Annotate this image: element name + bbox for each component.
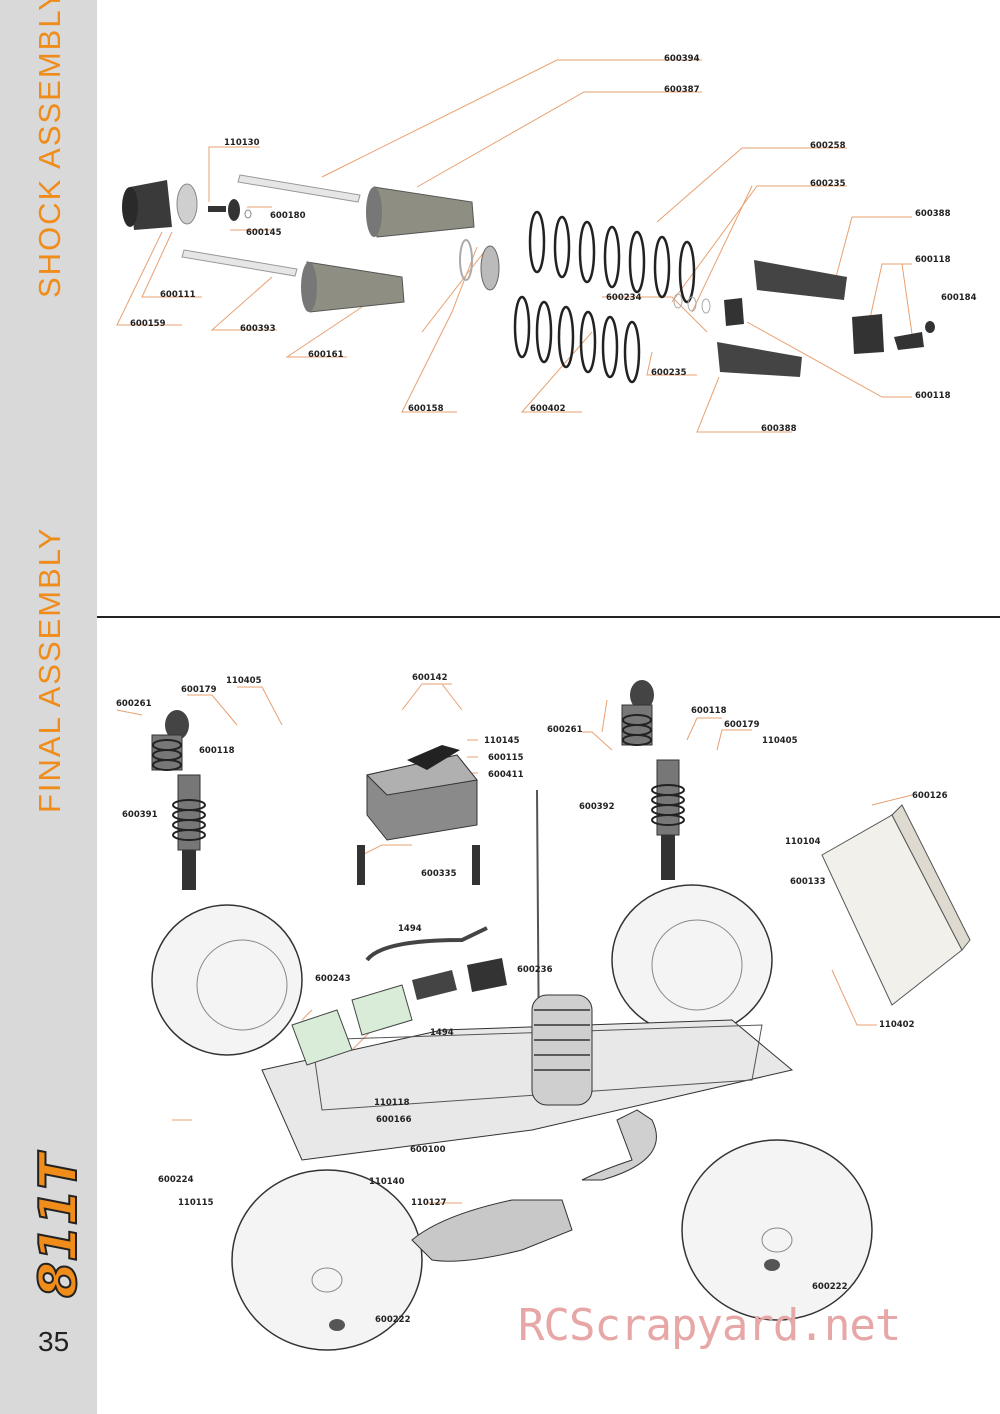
label-110145: 110145 bbox=[484, 736, 520, 746]
label-600243: 600243 bbox=[315, 974, 351, 984]
label-600118-b: 600118 bbox=[691, 706, 727, 716]
label-600159: 600159 bbox=[130, 319, 166, 329]
label-600234: 600234 bbox=[606, 293, 642, 303]
exhaust-pipe bbox=[411, 1109, 657, 1262]
section-title-final-assembly: FINAL ASSEMBLY bbox=[32, 526, 67, 813]
shock-assembly-diagram: 600394 600387 110130 600258 600235 60018… bbox=[112, 32, 977, 562]
label-600179-b: 600179 bbox=[724, 720, 760, 730]
label-600393: 600393 bbox=[240, 324, 276, 334]
label-600100: 600100 bbox=[410, 1145, 446, 1155]
label-600261-a: 600261 bbox=[116, 699, 152, 709]
rear-shock-upper bbox=[621, 680, 654, 746]
label-600388-a: 600388 bbox=[915, 209, 951, 219]
label-600222-b: 600222 bbox=[375, 1315, 411, 1325]
label-600115: 600115 bbox=[488, 753, 524, 763]
label-1494-a: 1494 bbox=[398, 924, 422, 934]
label-600235-a: 600235 bbox=[810, 179, 846, 189]
label-600161: 600161 bbox=[308, 350, 344, 360]
engine bbox=[531, 994, 593, 1106]
label-600236: 600236 bbox=[517, 965, 553, 975]
spring-upper bbox=[528, 210, 696, 304]
label-600387: 600387 bbox=[664, 85, 700, 95]
section-divider bbox=[97, 616, 1000, 618]
rear-shock-lower bbox=[651, 759, 685, 880]
label-600126: 600126 bbox=[912, 791, 948, 801]
fuel-line bbox=[365, 926, 488, 962]
label-600184: 600184 bbox=[941, 293, 977, 303]
rear-wing bbox=[821, 804, 971, 1006]
air-filter bbox=[291, 958, 507, 1066]
wheel-rear-near bbox=[681, 1139, 873, 1321]
label-600118-b: 600118 bbox=[915, 391, 951, 401]
front-shock-right bbox=[172, 774, 206, 890]
label-600394: 600394 bbox=[664, 54, 700, 64]
label-110402: 110402 bbox=[879, 1020, 915, 1030]
label-600180: 600180 bbox=[270, 211, 306, 221]
watermark: RCScrapyard.net bbox=[518, 1300, 901, 1351]
svg-text:811T: 811T bbox=[34, 1150, 89, 1298]
fuel-tank bbox=[366, 745, 478, 841]
label-600142: 600142 bbox=[412, 673, 448, 683]
label-600388-b: 600388 bbox=[761, 424, 797, 434]
shock-body-lower bbox=[301, 261, 405, 313]
label-600166: 600166 bbox=[376, 1115, 412, 1125]
wheel-rear-right bbox=[611, 884, 773, 1036]
spring-lower bbox=[513, 295, 641, 384]
label-600158: 600158 bbox=[408, 404, 444, 414]
label-110104: 110104 bbox=[785, 837, 821, 847]
final-exploded-view bbox=[116, 680, 971, 1351]
label-600391: 600391 bbox=[122, 810, 158, 820]
label-110130: 110130 bbox=[224, 138, 260, 148]
label-600392: 600392 bbox=[579, 802, 615, 812]
label-600179-a: 600179 bbox=[181, 685, 217, 695]
label-110405-a: 110405 bbox=[226, 676, 262, 686]
label-600224: 600224 bbox=[158, 1175, 194, 1185]
label-600133: 600133 bbox=[790, 877, 826, 887]
label-600118-a: 600118 bbox=[915, 255, 951, 265]
page-number: 35 bbox=[38, 1326, 70, 1357]
shock-body-upper bbox=[366, 186, 475, 238]
section-title-shock-assembly: SHOCK ASSEMBLY bbox=[32, 0, 67, 298]
label-110405-b: 110405 bbox=[762, 736, 798, 746]
shock-exploded-view bbox=[116, 59, 935, 433]
label-110127: 110127 bbox=[411, 1198, 447, 1208]
wheel-front-left bbox=[151, 904, 303, 1056]
cap-part bbox=[122, 180, 172, 230]
label-600402: 600402 bbox=[530, 404, 566, 414]
front-shock-left bbox=[151, 710, 189, 771]
sidebar: SHOCK ASSEMBLY FINAL ASSEMBLY 811T 35 bbox=[0, 0, 97, 1414]
label-600222-a: 600222 bbox=[812, 1282, 848, 1292]
label-600235-b: 600235 bbox=[651, 368, 687, 378]
label-600411: 600411 bbox=[488, 770, 524, 780]
label-110118: 110118 bbox=[374, 1098, 410, 1108]
label-110115: 110115 bbox=[178, 1198, 214, 1208]
label-600261-b: 600261 bbox=[547, 725, 583, 735]
model-logo: 811T bbox=[34, 1149, 90, 1299]
label-1494-b: 1494 bbox=[430, 1028, 454, 1038]
chassis bbox=[261, 1019, 794, 1161]
label-600145: 600145 bbox=[246, 228, 282, 238]
final-assembly-diagram: 600142 110405 600179 600261 600118 11014… bbox=[112, 640, 982, 1380]
label-110140: 110140 bbox=[369, 1177, 405, 1187]
label-600118-a: 600118 bbox=[199, 746, 235, 756]
wheel-front-right-near bbox=[231, 1169, 423, 1351]
label-600335: 600335 bbox=[421, 869, 457, 879]
label-600258: 600258 bbox=[810, 141, 846, 151]
label-600111: 600111 bbox=[160, 290, 196, 300]
